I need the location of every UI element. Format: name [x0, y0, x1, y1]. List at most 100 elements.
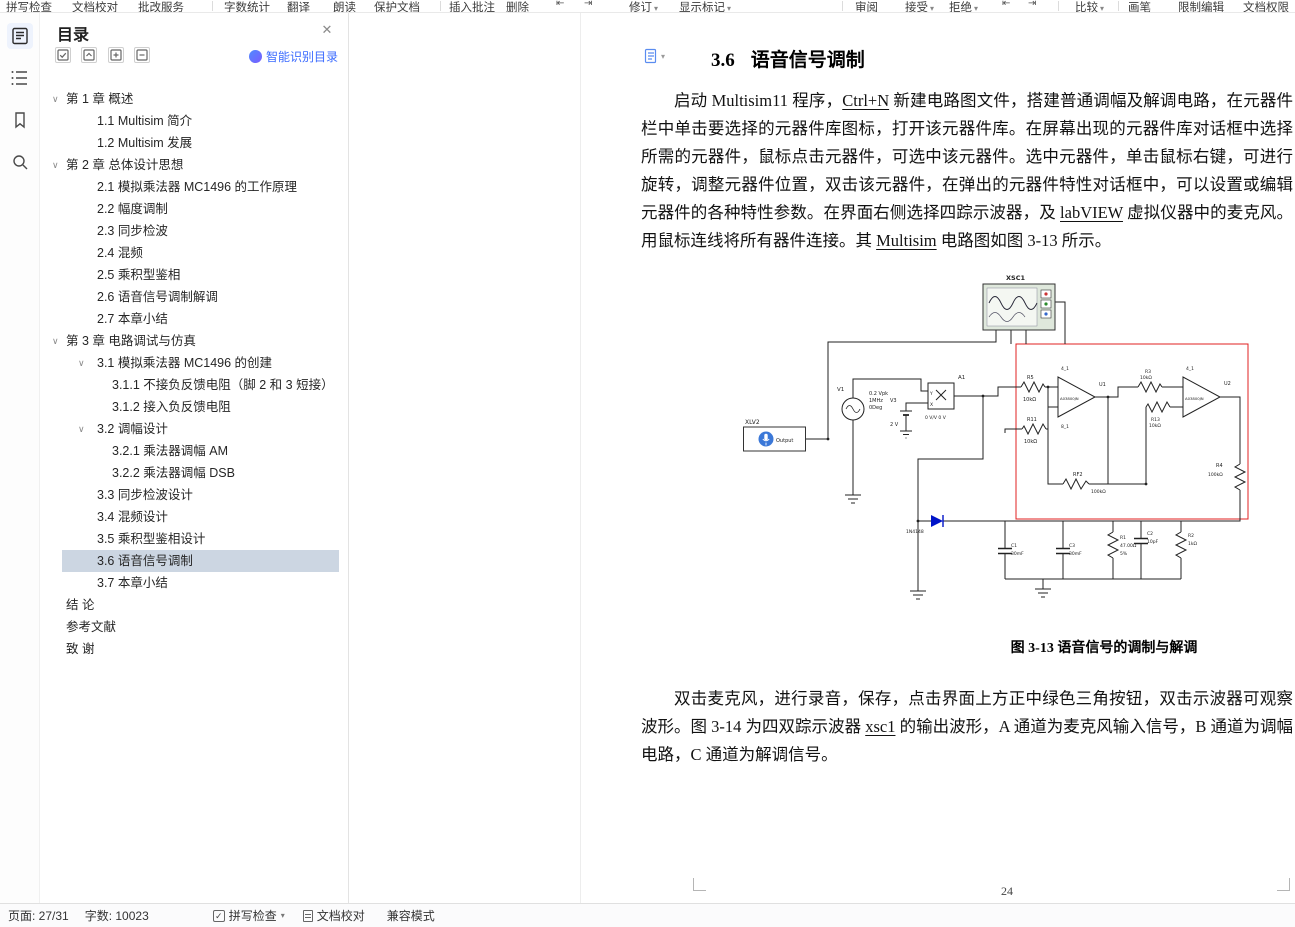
- ribbon-compare[interactable]: 比较: [1075, 0, 1104, 12]
- ribbon-show-markup[interactable]: 显示标记: [679, 0, 731, 12]
- search-panel-icon[interactable]: [7, 149, 33, 175]
- ribbon-ink[interactable]: 画笔: [1128, 2, 1151, 13]
- toc-item[interactable]: 2.7 本章小结: [97, 312, 168, 326]
- diode-1n4148: [931, 515, 944, 527]
- toc-item[interactable]: 2.6 语音信号调制解调: [97, 290, 218, 304]
- svg-text:R2: R2: [1188, 533, 1194, 539]
- toc-item[interactable]: 结 论: [66, 598, 95, 612]
- ribbon-spellcheck[interactable]: 拼写检查: [6, 2, 52, 13]
- svg-text:10pF: 10pF: [1147, 539, 1159, 545]
- svg-text:10kΩ: 10kΩ: [1024, 439, 1037, 445]
- toc-item[interactable]: 2.4 混频: [97, 246, 143, 260]
- toc-item[interactable]: 2.5 乘积型鉴相: [97, 268, 181, 282]
- ground-symbols: [845, 430, 1051, 600]
- toc-panel: 目录 智能识别目录 第 1 章 概述 1.1 Multisim 简介 1.2 M…: [40, 13, 349, 903]
- svg-text:1MHz: 1MHz: [869, 398, 883, 404]
- svg-text:100kΩ: 100kΩ: [1091, 489, 1106, 495]
- next-change-icon[interactable]: [1028, 0, 1036, 9]
- ribbon-review-pane[interactable]: 审阅: [855, 2, 878, 13]
- chevron-down-icon[interactable]: ▾: [661, 51, 666, 61]
- bookmark-panel-icon[interactable]: [7, 107, 33, 133]
- toc-item[interactable]: 第 2 章 总体设计思想: [40, 154, 348, 176]
- toc-item[interactable]: 2.1 模拟乘法器 MC1496 的工作原理: [97, 180, 298, 194]
- toc-item[interactable]: 3.1 模拟乘法器 MC1496 的创建: [40, 352, 348, 374]
- ribbon-protect-doc[interactable]: 保护文档: [374, 2, 420, 13]
- toc-item-selected[interactable]: 3.6 语音信号调制: [62, 550, 339, 572]
- ribbon-read-aloud[interactable]: 朗读: [333, 2, 356, 13]
- collapse-all-icon-button[interactable]: [134, 47, 151, 63]
- ribbon-proofread[interactable]: 文档校对: [72, 2, 118, 13]
- opamp-u1: [1057, 376, 1097, 418]
- toc-list: 第 1 章 概述 1.1 Multisim 简介 1.2 Multisim 发展…: [40, 88, 348, 660]
- prev-comment-icon[interactable]: [556, 0, 564, 9]
- spellcheck-toggle[interactable]: 拼写检查 ▾: [212, 907, 285, 924]
- ribbon-doc-permission[interactable]: 文档权限: [1243, 2, 1289, 13]
- toc-item[interactable]: 2.3 同步检波: [97, 224, 168, 238]
- svg-text:100kΩ: 100kΩ: [1208, 472, 1223, 478]
- toc-item[interactable]: 第 1 章 概述: [40, 88, 348, 110]
- ribbon-track-changes[interactable]: 修订: [629, 0, 658, 12]
- toc-item[interactable]: 第 3 章 电路调试与仿真: [40, 330, 348, 352]
- svg-text:30mF: 30mF: [1011, 551, 1024, 557]
- next-comment-icon[interactable]: [584, 0, 592, 9]
- chevron-down-icon[interactable]: [78, 418, 85, 440]
- ribbon-reject[interactable]: 拒绝: [949, 0, 978, 12]
- close-icon[interactable]: [318, 21, 336, 39]
- svg-text:1N4148: 1N4148: [906, 529, 924, 535]
- toc-item[interactable]: 3.2 调幅设计: [40, 418, 348, 440]
- text-boundary-mark: [693, 878, 706, 891]
- toc-panel-icon[interactable]: [6, 23, 33, 49]
- svg-text:R5: R5: [1027, 375, 1034, 381]
- svg-text:C1: C1: [1011, 543, 1017, 549]
- toc-item[interactable]: 参考文献: [66, 620, 117, 634]
- svg-text:X: X: [930, 402, 933, 408]
- svg-text:0.2 Vpk: 0.2 Vpk: [869, 391, 888, 397]
- toc-item[interactable]: 3.3 同步检波设计: [97, 488, 193, 502]
- toc-item[interactable]: 2.2 幅度调制: [97, 202, 168, 216]
- paragraph: 双击麦克风，进行录音，保存，点击界面上方正中绿色三角按钮，双击示波器可观察波形。…: [641, 689, 1294, 764]
- ribbon-wordcount[interactable]: 字数统计: [224, 2, 270, 13]
- toc-item[interactable]: 致 谢: [66, 642, 95, 656]
- proofread-button[interactable]: 文档校对: [302, 907, 365, 924]
- toc-item[interactable]: 3.4 混频设计: [97, 510, 168, 524]
- page-number: 24: [1001, 884, 1013, 898]
- chevron-up-icon-button[interactable]: [81, 47, 98, 63]
- ribbon-delete[interactable]: 删除: [506, 2, 529, 13]
- toc-item[interactable]: 1.1 Multisim 简介: [97, 114, 193, 128]
- chevron-down-icon[interactable]: [52, 154, 59, 176]
- ribbon-correction[interactable]: 批改服务: [138, 2, 184, 13]
- svg-text:RF2: RF2: [1073, 472, 1083, 478]
- chapter-nav-icon[interactable]: [7, 65, 33, 91]
- document-check-icon: [302, 909, 313, 922]
- svg-text:XSC1: XSC1: [1006, 274, 1025, 282]
- chevron-down-icon[interactable]: [52, 330, 59, 352]
- toc-item[interactable]: 3.7 本章小结: [97, 576, 168, 590]
- toc-item[interactable]: 3.1.2 接入负反馈电阻: [112, 400, 231, 414]
- ribbon-insert-comment[interactable]: 插入批注: [449, 2, 495, 13]
- multiplier-a1: [927, 382, 955, 410]
- toc-item[interactable]: 3.2.2 乘法器调幅 DSB: [112, 466, 235, 480]
- expand-all-icon-button[interactable]: [107, 47, 124, 63]
- svg-text:Output: Output: [776, 438, 793, 444]
- toc-item[interactable]: 3.1.1 不接负反馈电阻（脚 2 和 3 短接）: [112, 378, 334, 392]
- chevron-down-icon[interactable]: [78, 352, 85, 374]
- toc-item[interactable]: 3.5 乘积型鉴相设计: [97, 532, 206, 546]
- svg-text:1kΩ: 1kΩ: [1188, 541, 1197, 547]
- smart-recognize-toc-link[interactable]: 智能识别目录: [248, 48, 338, 65]
- svg-text:0Deg: 0Deg: [869, 405, 882, 411]
- word-count: 字数: 10023: [84, 909, 149, 923]
- ribbon-accept[interactable]: 接受: [905, 0, 934, 12]
- svg-text:8_1: 8_1: [1061, 424, 1069, 430]
- ribbon-translate[interactable]: 翻译: [287, 2, 310, 13]
- checkbox-icon-button[interactable]: [55, 47, 71, 63]
- prev-change-icon[interactable]: [1002, 0, 1010, 9]
- heading-collapse-icon[interactable]: [644, 48, 658, 64]
- toc-item[interactable]: 1.2 Multisim 发展: [97, 136, 193, 150]
- ribbon-restrict-edit[interactable]: 限制编辑: [1178, 2, 1224, 13]
- circuit-figure: XSC1 V1 0.2 Vpk 1MHz 0Deg A1 Y X 0 V/V 0…: [743, 269, 1253, 657]
- toc-item[interactable]: 3.2.1 乘法器调幅 AM: [112, 444, 228, 458]
- spellcheck-underline: labVIEW: [1060, 203, 1123, 222]
- chevron-down-icon[interactable]: [52, 88, 59, 110]
